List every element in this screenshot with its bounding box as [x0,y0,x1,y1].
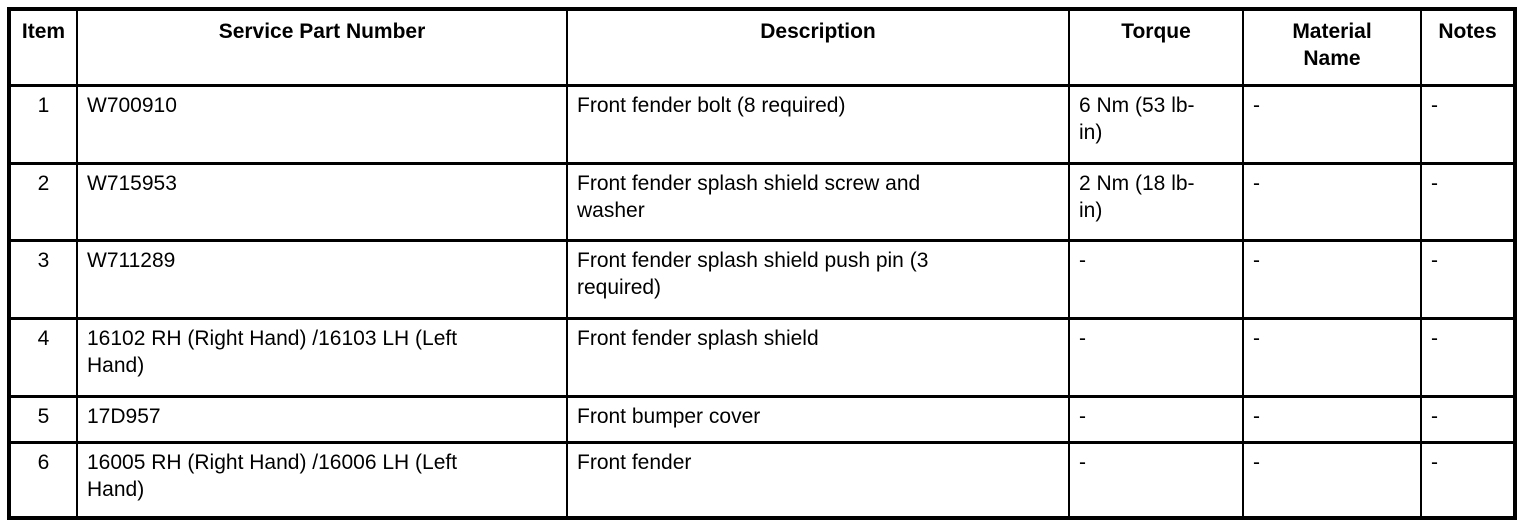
column-header-description: Description [566,7,1070,87]
column-header-label: Torque [1121,20,1191,43]
column-header-item: Item [8,7,78,87]
cell-description: Front fender splash shield push pin (3 r… [566,238,1070,320]
cell-torque: 2 Nm (18 lb-in) [1068,161,1244,242]
cell-text: W711289 [87,248,176,272]
table-row: 1 W700910 Front fender bolt (8 required) 6 … [8,83,1516,165]
cell-text: Front fender splash shield [577,326,819,350]
cell-item: 6 [8,440,78,520]
cell-text: 6 [37,450,50,474]
column-header-material-name: Material Name [1242,7,1422,87]
table-row: 4 16102 RH (Right Hand) /16103 LH (Left H… [8,316,1516,398]
cell-notes: - [1420,238,1516,320]
column-header-label: Service Part Number [218,20,426,43]
cell-torque: - [1068,394,1244,444]
cell-text: 5 [37,404,50,428]
cell-description: Front fender splash shield [566,316,1070,398]
column-header-label: Item [21,20,66,43]
cell-material-name: - [1242,161,1422,242]
column-header-torque: Torque [1068,7,1244,87]
cell-item: 5 [8,394,78,444]
cell-text: - [1079,450,1086,474]
cell-text: 16102 RH (Right Hand) /16103 LH (Left Ha… [87,326,458,377]
cell-text: - [1253,171,1260,195]
cell-part-number: 16005 RH (Right Hand) /16006 LH (Left Ha… [76,440,568,520]
cell-text: 3 [37,248,50,272]
cell-item: 4 [8,316,78,398]
cell-part-number: W715953 [76,161,568,242]
cell-material-name: - [1242,440,1422,520]
cell-part-number: W700910 [76,83,568,165]
cell-text: Front fender splash shield screw and was… [577,171,921,222]
cell-text: - [1253,326,1260,350]
cell-torque: 6 Nm (53 lb-in) [1068,83,1244,165]
cell-notes: - [1420,394,1516,444]
cell-notes: - [1420,83,1516,165]
cell-text: - [1431,326,1438,350]
cell-material-name: - [1242,83,1422,165]
cell-notes: - [1420,440,1516,520]
cell-text: - [1253,248,1260,272]
table-row: 6 16005 RH (Right Hand) /16006 LH (Left H… [8,440,1516,520]
table-row: 3 W711289 Front fender splash shield push … [8,238,1516,320]
cell-description: Front bumper cover [566,394,1070,444]
cell-text: - [1431,93,1438,117]
cell-part-number: W711289 [76,238,568,320]
cell-text: 4 [37,326,50,350]
cell-text: Front fender [577,450,692,474]
cell-text: Front fender splash shield push pin (3 r… [577,248,929,299]
cell-text: - [1253,450,1260,474]
cell-item: 3 [8,238,78,320]
cell-text: - [1431,450,1438,474]
cell-torque: - [1068,238,1244,320]
table-row: 2 W715953 Front fender splash shield screw… [8,161,1516,242]
cell-part-number: 16102 RH (Right Hand) /16103 LH (Left Ha… [76,316,568,398]
cell-text: - [1431,171,1438,195]
cell-notes: - [1420,161,1516,242]
cell-torque: - [1068,440,1244,520]
cell-material-name: - [1242,316,1422,398]
cell-text: - [1079,404,1086,428]
cell-description: Front fender splash shield screw and was… [566,161,1070,242]
cell-material-name: - [1242,394,1422,444]
cell-material-name: - [1242,238,1422,320]
cell-text: 1 [37,93,50,117]
cell-description: Front fender bolt (8 required) [566,83,1070,165]
cell-text: W715953 [87,171,177,195]
cell-text: 16005 RH (Right Hand) /16006 LH (Left Ha… [87,450,458,501]
table-row: 5 17D957 Front bumper cover - - - [8,394,1516,444]
cell-text: 6 Nm (53 lb-in) [1079,93,1195,144]
cell-part-number: 17D957 [76,394,568,444]
column-header-label: Description [760,20,876,43]
cell-text: 2 [37,171,50,195]
cell-text: W700910 [87,93,177,117]
header-row: Item Service Part Number Description Tor… [8,7,1516,87]
cell-text: - [1079,248,1086,272]
table-header: Item Service Part Number Description Tor… [8,7,1516,87]
cell-text: - [1253,404,1260,428]
cell-text: - [1079,326,1086,350]
cell-text: Front fender bolt (8 required) [577,93,846,117]
parts-table: Item Service Part Number Description Tor… [7,7,1517,520]
column-header-service-part-number: Service Part Number [76,7,568,87]
column-header-notes: Notes [1420,7,1516,87]
cell-notes: - [1420,316,1516,398]
cell-text: - [1431,404,1438,428]
cell-item: 1 [8,83,78,165]
cell-text: Front bumper cover [577,404,761,428]
cell-text: 2 Nm (18 lb-in) [1079,171,1195,222]
table-body: 1 W700910 Front fender bolt (8 required) 6 … [8,83,1516,520]
column-header-label: Material Name [1292,20,1372,70]
cell-description: Front fender [566,440,1070,520]
cell-text: - [1253,93,1260,117]
cell-item: 2 [8,161,78,242]
cell-torque: - [1068,316,1244,398]
column-header-label: Notes [1438,20,1497,43]
cell-text: - [1431,248,1438,272]
cell-text: 17D957 [87,404,161,428]
